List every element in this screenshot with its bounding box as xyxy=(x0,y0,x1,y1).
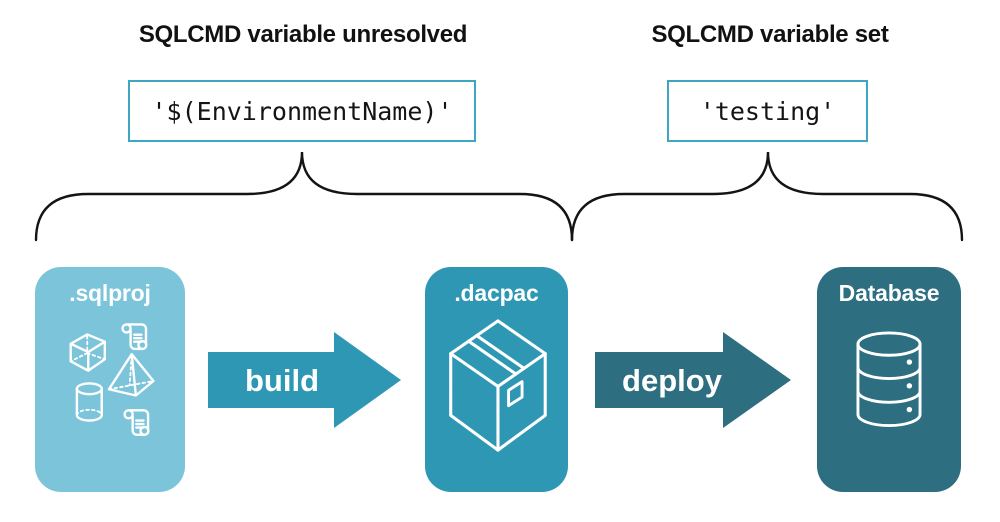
database-cylinder-icon xyxy=(856,331,922,428)
code-box-testing-value: 'testing' xyxy=(667,80,868,142)
sql-project-objects-icon xyxy=(69,323,155,436)
curly-brace-right-icon xyxy=(570,151,964,242)
heading-sqlcmd-unresolved: SQLCMD variable unresolved xyxy=(138,21,468,48)
build-arrow-label: build xyxy=(245,363,319,398)
package-box-icon xyxy=(448,319,547,452)
curly-brace-left-icon xyxy=(34,151,574,242)
stage-label-dacpac: .dacpac xyxy=(454,280,539,306)
stage-label-sqlproj: .sqlproj xyxy=(69,280,151,306)
build-arrow: build xyxy=(208,332,401,428)
stage-card-dacpac: .dacpac xyxy=(425,267,568,492)
stage-card-sqlproj: .sqlproj xyxy=(35,267,185,492)
heading-sqlcmd-set: SQLCMD variable set xyxy=(651,21,889,48)
stage-card-database: Database xyxy=(817,267,961,492)
deploy-arrow-label: deploy xyxy=(622,363,723,398)
deploy-arrow: deploy xyxy=(595,332,791,428)
stage-label-database: Database xyxy=(838,280,940,306)
code-value-unresolved: '$(EnvironmentName)' xyxy=(151,96,453,126)
code-box-environment-variable: '$(EnvironmentName)' xyxy=(128,80,476,142)
code-value-set: 'testing' xyxy=(699,96,836,126)
build-arrow-shape xyxy=(208,332,401,428)
deploy-arrow-shape xyxy=(595,332,791,428)
